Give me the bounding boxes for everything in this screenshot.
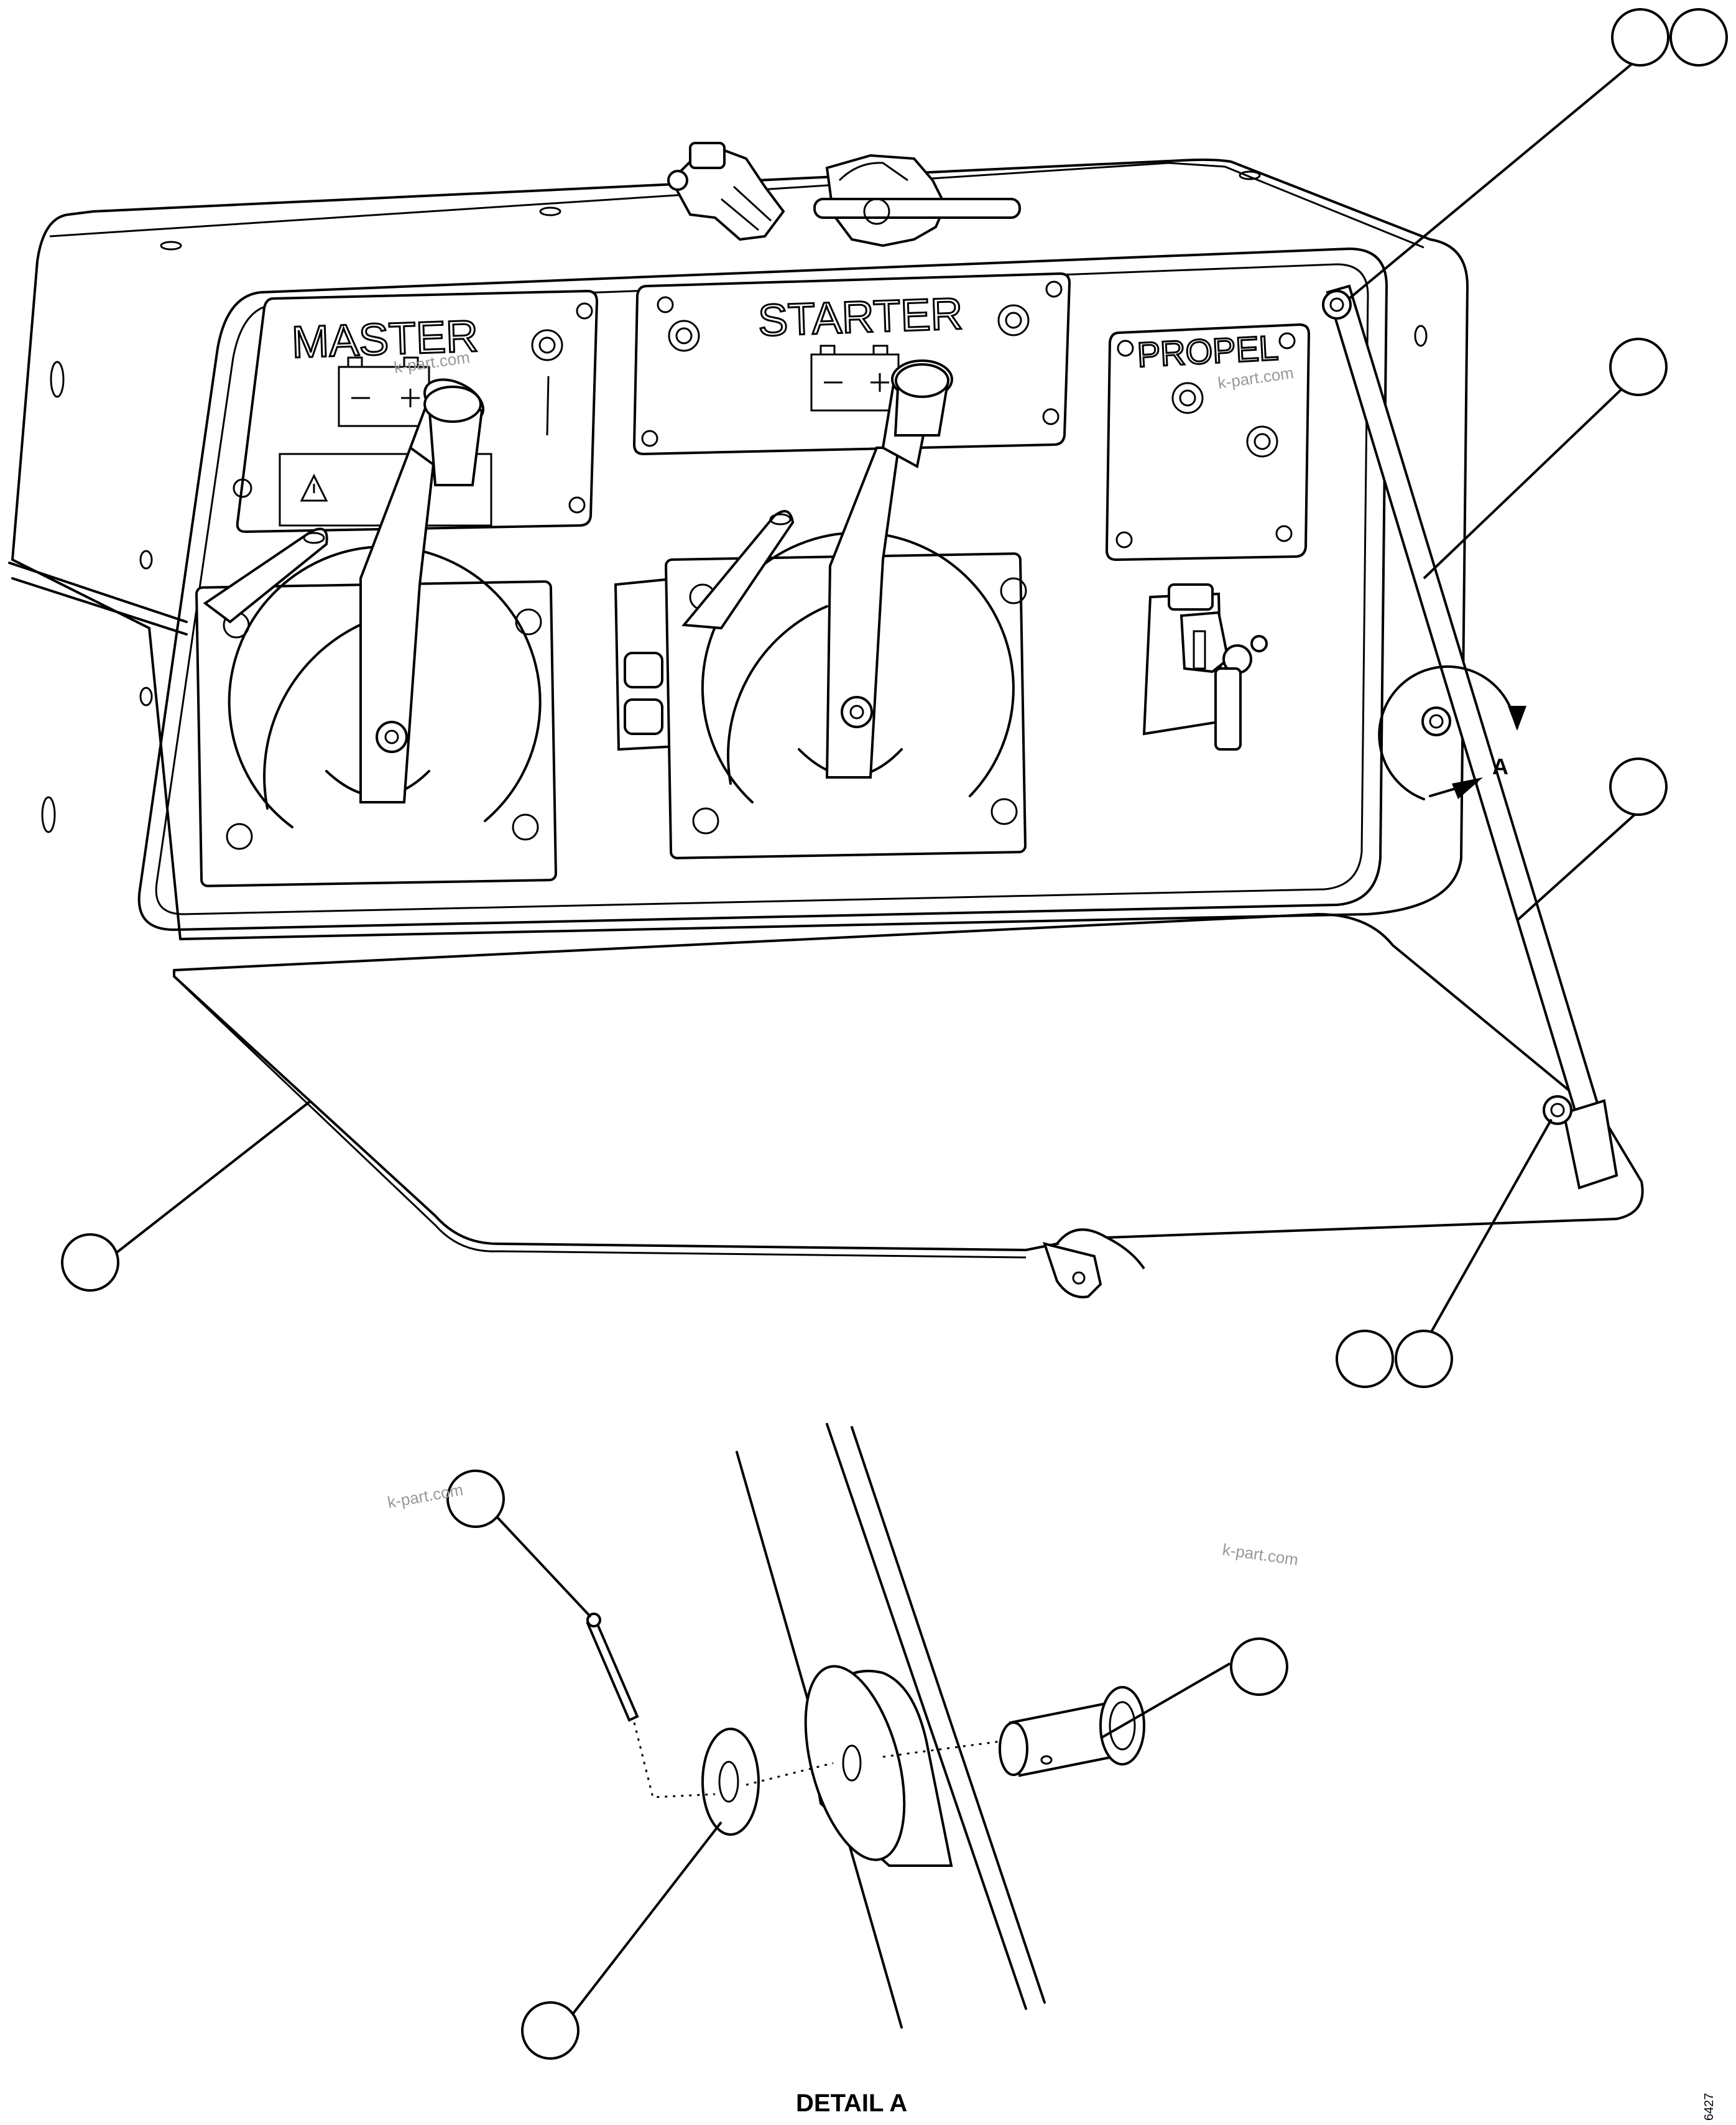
propel-switch-plate: PROPEL — [1105, 323, 1311, 751]
detail-caption: DETAIL A — [796, 2090, 907, 2117]
callout-balloon — [1230, 1637, 1288, 1696]
callout-balloon — [1336, 1330, 1394, 1388]
callout-balloon — [1609, 757, 1668, 816]
detail-a-marker: A — [1492, 754, 1508, 779]
callout-balloon — [1669, 8, 1728, 67]
callout-balloon — [1609, 338, 1668, 396]
callout-balloon — [1395, 1330, 1453, 1388]
callout-balloons-main — [61, 8, 1728, 1388]
control-box-housing — [8, 158, 1469, 940]
watermark: k-part.com — [1221, 1540, 1300, 1569]
callout-leaders-main — [111, 55, 1643, 1335]
starter-label: STARTER — [757, 289, 964, 346]
callout-balloon — [1611, 8, 1669, 67]
callout-balloon — [521, 2001, 579, 2060]
drawing-number: 6427 — [1702, 2093, 1716, 2121]
callout-leaders-detail — [496, 1516, 1230, 2016]
starter-switch-plate: STARTER — [632, 272, 1071, 456]
starter-lever-assembly — [614, 359, 1027, 859]
callout-balloons-detail — [446, 1470, 1288, 2060]
master-lever-assembly — [195, 378, 557, 887]
callout-balloon — [61, 1233, 119, 1292]
master-label: MASTER — [291, 312, 479, 368]
propel-label: PROPEL — [1136, 328, 1279, 374]
top-latch-assembly — [667, 142, 1021, 248]
cover-door — [173, 913, 1644, 1299]
detail-a-indicator: A — [1378, 665, 1526, 800]
support-strap — [1322, 284, 1618, 1190]
callout-balloon — [446, 1470, 505, 1528]
detail-a-view — [586, 1423, 1145, 2029]
